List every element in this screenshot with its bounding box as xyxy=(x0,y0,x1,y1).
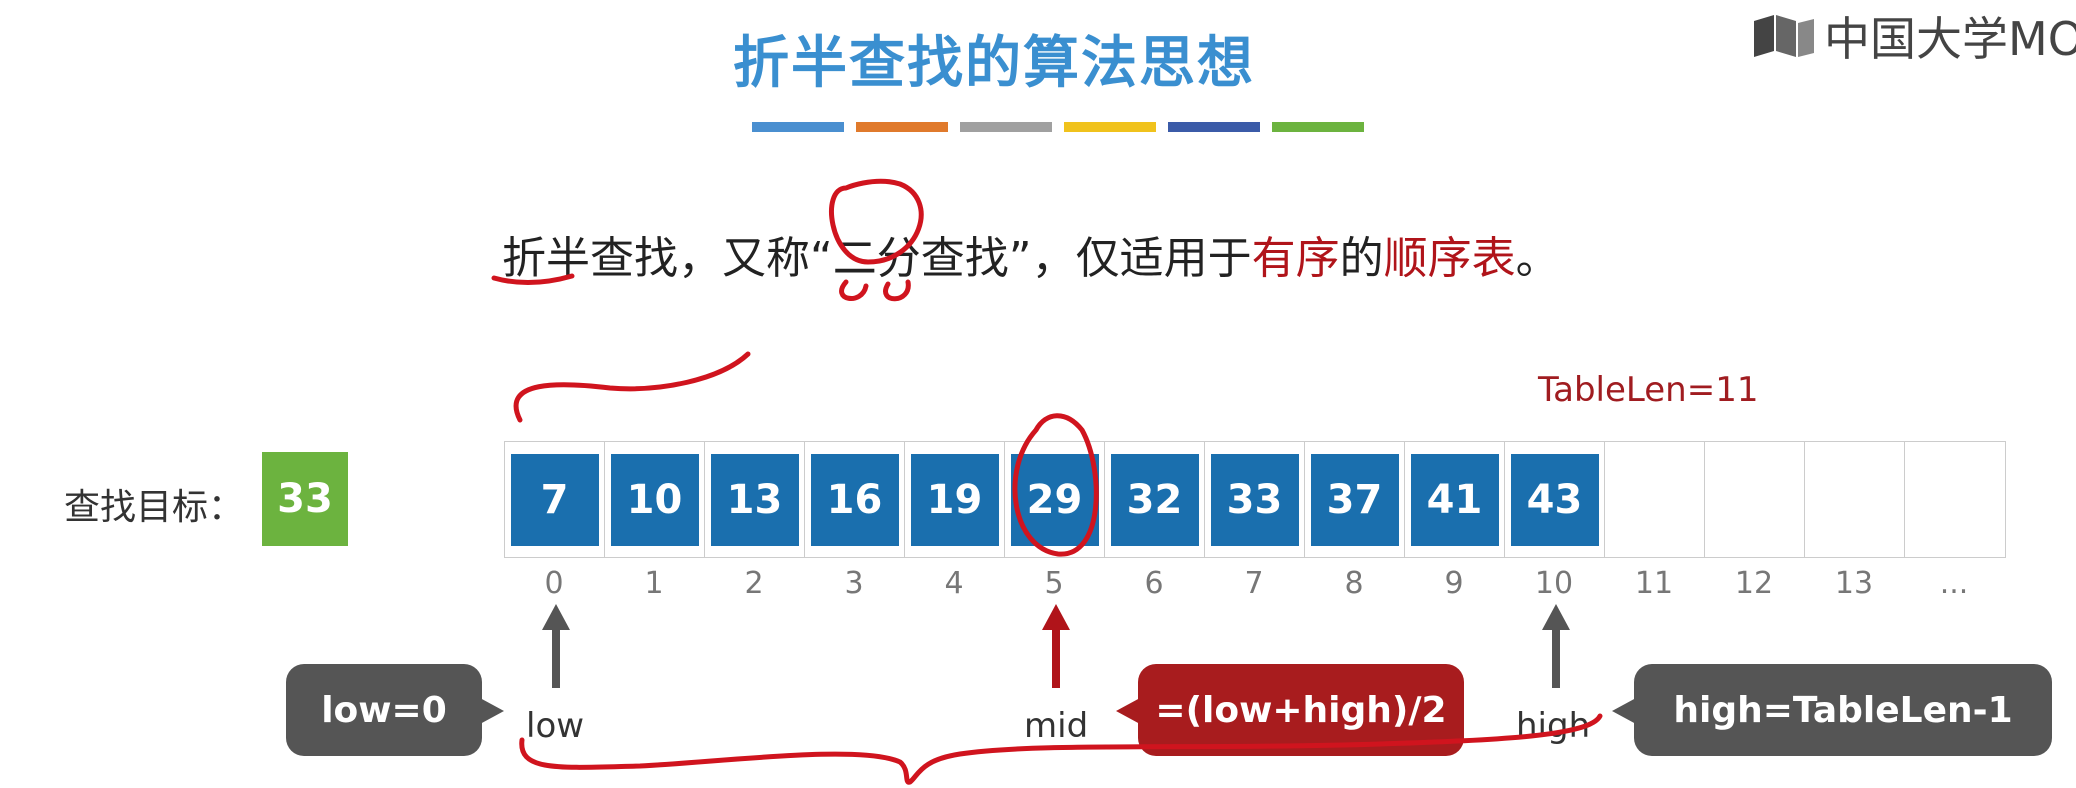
logo-text: 中国大学MOOC xyxy=(1824,12,2076,66)
array-cell xyxy=(1905,442,2005,557)
color-bar-segment xyxy=(752,122,844,132)
array-index-label: 11 xyxy=(1634,566,1674,601)
description-part-1: 折半查找，又称“二分查找”，仅适用于 xyxy=(502,233,1252,284)
mid-label: mid xyxy=(1024,706,1089,746)
array-index-label: 9 xyxy=(1444,566,1464,601)
mid-arrow xyxy=(1042,604,1070,688)
high-arrow xyxy=(1542,604,1570,688)
mooc-logo-icon xyxy=(1754,15,1814,57)
array-cell: 43 xyxy=(1505,442,1605,557)
array-cell-value: 33 xyxy=(1210,453,1299,546)
search-target-value: 33 xyxy=(262,452,348,546)
high-formula: high=TableLen-1 xyxy=(1673,689,2013,731)
low-label: low xyxy=(526,706,585,746)
description-part-2: 的 xyxy=(1339,233,1384,284)
array-index-label: 4 xyxy=(944,566,964,601)
color-bar-segment xyxy=(1272,122,1364,132)
array-cell xyxy=(1805,442,1905,557)
array-index-label: 13 xyxy=(1834,566,1874,601)
array-cell: 33 xyxy=(1205,442,1305,557)
table-length-label: TableLen=11 xyxy=(1538,370,1759,410)
array-cell-value: 13 xyxy=(710,453,799,546)
array-cell: 16 xyxy=(805,442,905,557)
description-text: 折半查找，又称“二分查找”，仅适用于有序的顺序表。 xyxy=(502,222,1560,286)
array-index-label: 5 xyxy=(1044,566,1064,601)
mid-formula: =(low+high)/2 xyxy=(1155,689,1447,731)
array-cell xyxy=(1705,442,1805,557)
color-bar-segment xyxy=(1168,122,1260,132)
mid-formula-callout: =(low+high)/2 xyxy=(1116,664,1464,756)
page-title: 折半查找的算法思想 xyxy=(733,31,1255,96)
array-cell-value: 19 xyxy=(910,453,999,546)
arc-stroke xyxy=(513,351,751,423)
array-cell: 10 xyxy=(605,442,705,557)
array-index-label: 7 xyxy=(1244,566,1264,601)
array-cell-value: 16 xyxy=(810,453,899,546)
array-index-label: 0 xyxy=(544,566,564,601)
array-index-label: 6 xyxy=(1144,566,1164,601)
high-formula-callout: high=TableLen-1 xyxy=(1612,664,2052,756)
array-cell: 37 xyxy=(1305,442,1405,557)
array-cell: 41 xyxy=(1405,442,1505,557)
low-formula: low=0 xyxy=(321,689,447,731)
array-cell: 32 xyxy=(1105,442,1205,557)
array-cell-value: 32 xyxy=(1110,453,1199,546)
search-target-label: 查找目标： xyxy=(64,487,245,528)
high-label: high xyxy=(1516,706,1591,746)
array-cell-value: 10 xyxy=(610,453,699,546)
array-index-label: 3 xyxy=(844,566,864,601)
array-cell: 7 xyxy=(505,442,605,557)
array-cell: 13 xyxy=(705,442,805,557)
array-cell: 29 xyxy=(1005,442,1105,557)
description-sequential-list: 顺序表 xyxy=(1383,233,1516,284)
array-cell xyxy=(1605,442,1705,557)
array-index-label: ... xyxy=(1939,566,1969,601)
array-index-label: 12 xyxy=(1734,566,1774,601)
mooc-logo: 中国大学MOOC xyxy=(1752,6,2076,66)
array-cell-value: 7 xyxy=(510,453,599,546)
array-index-label: 8 xyxy=(1344,566,1364,601)
array-cell-value: 43 xyxy=(1510,453,1599,546)
array-index-label: 1 xyxy=(644,566,664,601)
array-index-label: 10 xyxy=(1534,566,1574,601)
array-cell: 19 xyxy=(905,442,1005,557)
array-cell-value: 41 xyxy=(1410,453,1499,546)
color-bar-segment xyxy=(856,122,948,132)
color-bar-segment xyxy=(1064,122,1156,132)
array-cell-value: 37 xyxy=(1310,453,1399,546)
array-cell-value: 29 xyxy=(1010,453,1099,546)
description-ordered: 有序 xyxy=(1251,233,1340,284)
low-arrow xyxy=(542,604,570,688)
color-bar-segment xyxy=(960,122,1052,132)
description-part-3: 。 xyxy=(1515,233,1560,284)
low-formula-callout: low=0 xyxy=(286,664,504,756)
array-index-label: 2 xyxy=(744,566,764,601)
